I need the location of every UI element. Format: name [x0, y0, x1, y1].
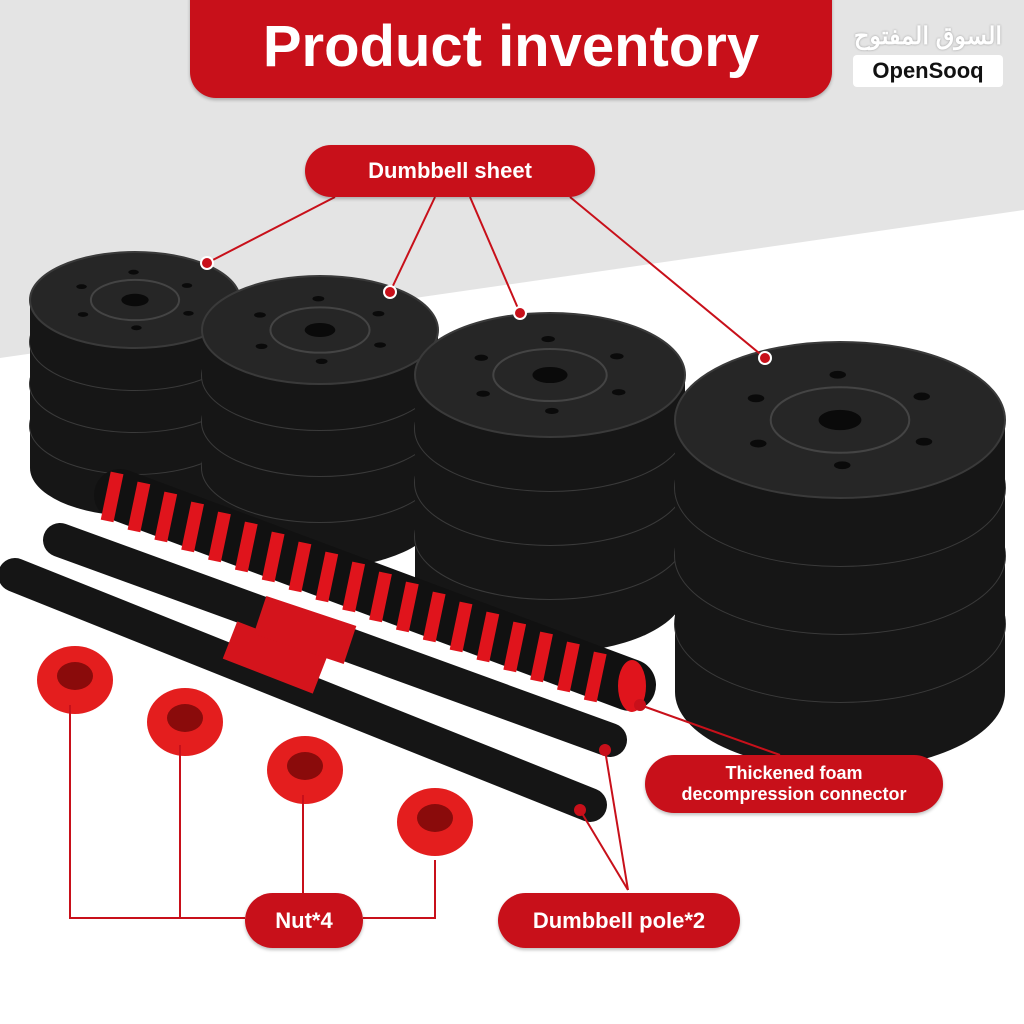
- nut: [37, 646, 113, 714]
- plate-ring: [769, 386, 911, 454]
- plate-bolt-hole: [131, 325, 142, 331]
- callout-line: [469, 196, 521, 314]
- callout-line: [579, 809, 629, 891]
- plate-bolt-hole: [183, 310, 194, 316]
- plate-bolt-hole: [374, 342, 386, 348]
- plate-bolt-hole: [834, 461, 851, 470]
- foam-stripe: [261, 531, 285, 583]
- page-title: Product inventory: [190, 0, 832, 98]
- plate-hole: [532, 366, 568, 384]
- foam-stripe: [449, 601, 473, 653]
- foam-stripe: [315, 551, 339, 603]
- foam-stripe: [288, 541, 312, 593]
- nut-hole: [287, 752, 323, 780]
- callout-line: [604, 749, 629, 891]
- plate-hole: [121, 293, 149, 307]
- nut-hole: [417, 804, 453, 832]
- plate-bolt-hole: [254, 312, 266, 318]
- plate-bolt-hole: [76, 284, 87, 290]
- callout-line: [69, 705, 245, 919]
- callout-dot: [599, 744, 611, 756]
- plate-bolt-hole: [611, 389, 626, 396]
- foam-stripe: [583, 651, 607, 703]
- foam-stripe: [100, 471, 124, 523]
- foam-stripe: [530, 631, 553, 683]
- pole-grip: [222, 621, 328, 694]
- nut: [397, 788, 473, 856]
- dumbbell-pole-label: Dumbbell pole*2: [498, 893, 740, 948]
- callout-dot: [513, 306, 527, 320]
- foam-label-line1: Thickened foam: [725, 763, 863, 783]
- plate-ring: [492, 347, 608, 403]
- foam-stripe: [208, 511, 231, 563]
- callout-dot: [758, 351, 772, 365]
- logo-arabic: السوق المفتوح: [853, 23, 1003, 50]
- nut-hole: [167, 704, 203, 732]
- plate-hole: [304, 322, 336, 338]
- callout-dot: [634, 699, 646, 711]
- dumbbell-sheet-label: Dumbbell sheet: [305, 145, 595, 197]
- plate-bolt-hole: [315, 358, 328, 365]
- foam-stripe: [154, 491, 178, 543]
- plate-ring: [89, 278, 181, 322]
- foam-end: [618, 660, 646, 712]
- callout-line: [389, 196, 436, 293]
- plate-bolt-hole: [77, 312, 89, 317]
- plate-stack: [674, 341, 1006, 770]
- plate-bolt-hole: [829, 370, 846, 379]
- plate-bolt-hole: [610, 353, 624, 360]
- foam-stripe: [127, 481, 151, 533]
- plate-stack: [201, 275, 439, 568]
- plate-bolt-hole: [913, 392, 930, 401]
- foam-connector-label: Thickened foam decompression connector: [645, 755, 943, 813]
- opensooq-logo: السوق المفتوح OpenSooq: [853, 22, 1003, 87]
- callout-line: [206, 196, 336, 264]
- plate-bolt-hole: [476, 390, 490, 397]
- callout-dot: [383, 285, 397, 299]
- plate-bolt-hole: [915, 437, 933, 446]
- plate-bolt-hole: [181, 283, 193, 288]
- plate-bolt-hole: [545, 407, 559, 415]
- plate-bolt-hole: [541, 335, 555, 343]
- logo-english: OpenSooq: [853, 55, 1003, 87]
- plate-bolt-hole: [750, 439, 767, 448]
- pole-grip: [253, 596, 357, 664]
- nut: [267, 736, 343, 804]
- foam-stripe: [557, 641, 580, 693]
- nut: [147, 688, 223, 756]
- foam-stripe: [476, 611, 500, 663]
- plate-ring: [269, 306, 371, 354]
- nut-label: Nut*4: [245, 893, 363, 948]
- foam-stripe: [422, 591, 446, 643]
- plate-hole: [818, 409, 862, 431]
- foam-stripe: [181, 501, 204, 553]
- plate-bolt-hole: [312, 295, 325, 302]
- callout-line: [569, 196, 766, 359]
- foam-stripe: [503, 621, 527, 673]
- plate-bolt-hole: [255, 343, 268, 349]
- callout-dot: [200, 256, 214, 270]
- plate-stack: [29, 251, 241, 516]
- plate-bolt-hole: [128, 269, 139, 275]
- foam-stripe: [342, 561, 366, 613]
- callout-line: [639, 704, 781, 756]
- dumbbell-pole: [0, 558, 607, 822]
- foam-stripe: [234, 521, 258, 573]
- foam-stripe: [395, 581, 419, 633]
- callout-line: [363, 860, 436, 919]
- foam-stripe: [369, 571, 392, 623]
- plate-bolt-hole: [747, 394, 765, 403]
- plate-bolt-hole: [372, 311, 385, 317]
- plate-bolt-hole: [474, 354, 489, 361]
- plate-stack: [414, 312, 686, 653]
- foam-label-line2: decompression connector: [681, 784, 907, 804]
- nut-hole: [57, 662, 93, 690]
- callout-dot: [574, 804, 586, 816]
